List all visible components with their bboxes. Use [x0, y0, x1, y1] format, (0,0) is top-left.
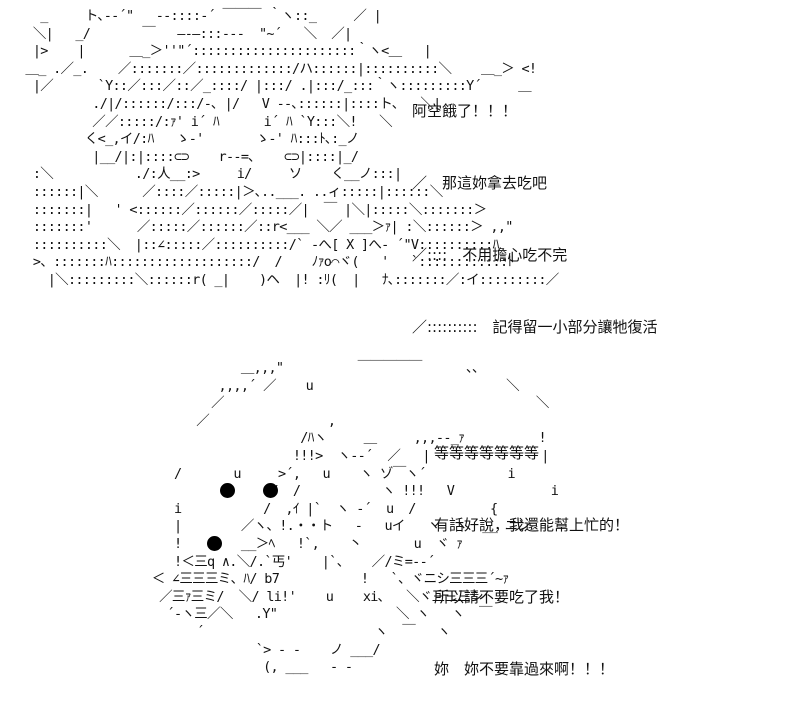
dialogue-line: 所以請不要吃了我！ [434, 588, 570, 606]
dialogue-line: ／:::: 不用擔心吃不完 [412, 246, 568, 264]
dialogue-line: 阿空餓了！！！ [412, 102, 518, 120]
ascii-art-bottom: ＿,,," ￣￣￣￣￣ ､､ ,,,,´ ／ u ＼ ／ ＼ ／ , [151, 360, 559, 676]
right-eye-dot [263, 483, 278, 498]
dialogue-bottom: 等等等等等等等 有話好說，我還能幫上忙的！ 所以請不要吃了我！ 妳 妳不要靠過來… [434, 408, 629, 714]
ascii-art-top: _ ト､-‐´" ‐-::::‐´ ￣￣￣ ｀ヽ::_ ／ | ＼| _/ ￣ … [25, 8, 559, 288]
dialogue-top: 阿空餓了！！！ ／ 那這妳拿去吃吧 ／:::: 不用擔心吃不完 ／:::::::… [412, 66, 658, 372]
dialogue-line: ／:::::::::: 記得留一小部分讓牠復活 [412, 318, 658, 336]
dialogue-line: 等等等等等等等 [434, 444, 540, 462]
dialogue-line: 有話好說，我還能幫上忙的！ [434, 516, 630, 534]
dialogue-line: 妳 妳不要靠過來啊！！！ [434, 660, 615, 678]
dialogue-line: ／ 那這妳拿去吃吧 [412, 174, 548, 192]
left-eye-dot [220, 483, 235, 498]
nose-dot [207, 536, 222, 551]
